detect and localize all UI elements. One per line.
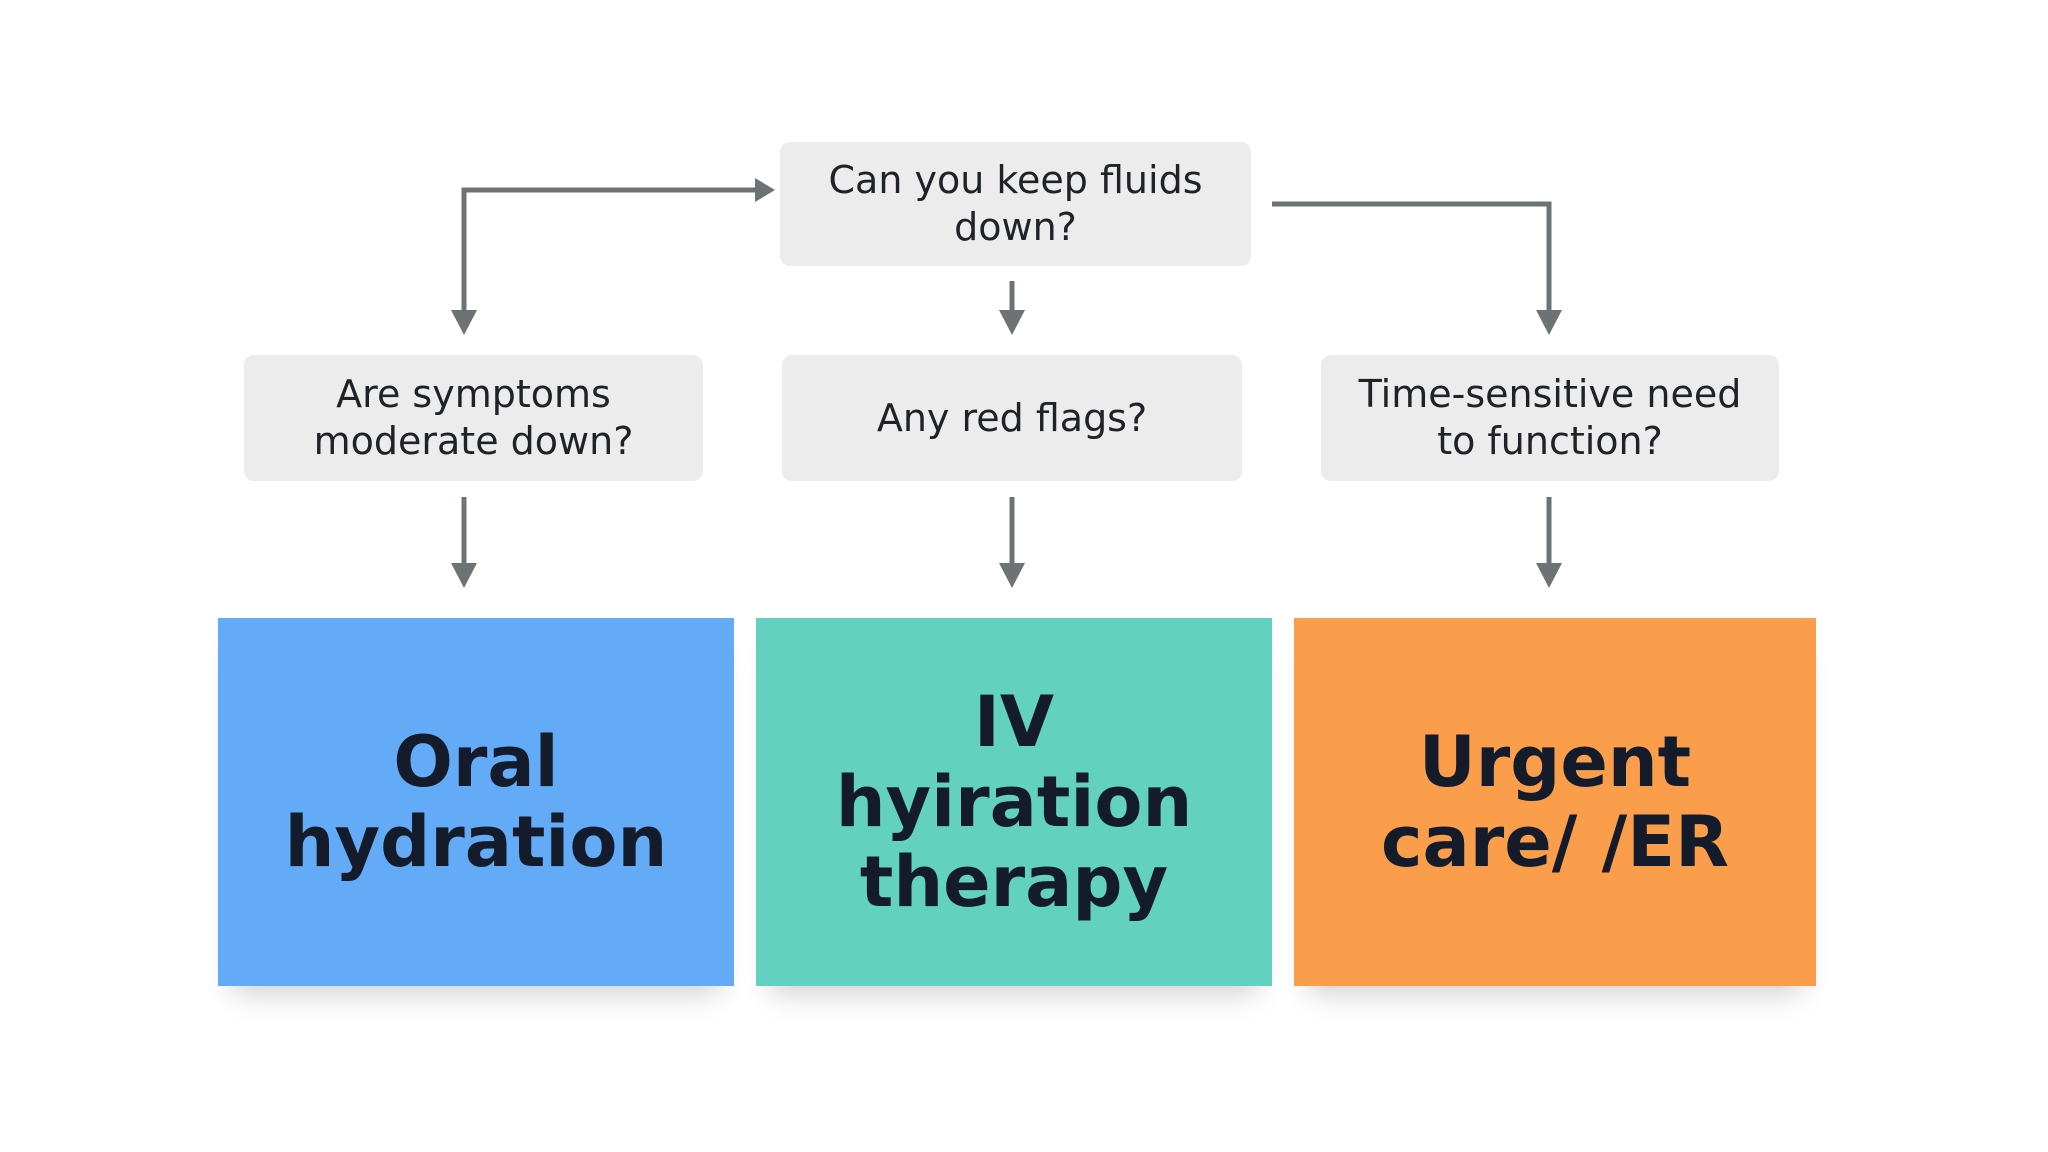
outcome-box-urgent-care: Urgent care/ /ER bbox=[1294, 618, 1816, 986]
top-question-box: Can you keep fluids down? bbox=[780, 142, 1251, 266]
outcome-box-iv-therapy: IV hyiration therapy bbox=[756, 618, 1272, 986]
arrowhead-left-outcome bbox=[451, 563, 477, 588]
arrowhead-right-outcome bbox=[1536, 563, 1562, 588]
outcome-label-iv-therapy: IV hyiration therapy bbox=[835, 681, 1193, 923]
arrowhead-left-branch bbox=[451, 310, 477, 335]
arrowhead-right-branch bbox=[1536, 310, 1562, 335]
question-text-left: Are symptoms moderate down? bbox=[313, 372, 634, 463]
arrowhead-into-top-box bbox=[755, 178, 775, 202]
question-box-middle: Any red flags? bbox=[782, 355, 1242, 481]
outcome-label-oral-hydration: Oral hydration bbox=[284, 721, 668, 883]
arrowhead-mid-outcome bbox=[999, 563, 1025, 588]
connector-left-loop bbox=[461, 187, 730, 325]
question-text-middle: Any red flags? bbox=[876, 395, 1148, 440]
question-text-right: Time-sensitive need to function? bbox=[1358, 372, 1742, 463]
top-question-text: Can you keep fluids down? bbox=[828, 158, 1203, 249]
connector-top-to-right bbox=[1272, 201, 1552, 320]
outcome-label-urgent-care: Urgent care/ /ER bbox=[1381, 721, 1729, 883]
arrowhead-mid-branch bbox=[999, 310, 1025, 335]
outcome-box-oral-hydration: Oral hydration bbox=[218, 618, 734, 986]
question-box-right: Time-sensitive need to function? bbox=[1321, 355, 1779, 481]
question-box-left: Are symptoms moderate down? bbox=[244, 355, 703, 481]
